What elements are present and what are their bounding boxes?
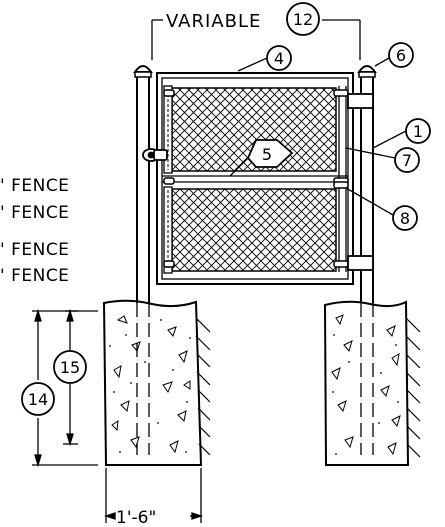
earth-hatching [195,317,421,458]
variable-dimension-text: VARIABLE [166,11,261,32]
svg-text:12: 12 [293,10,313,29]
side-note-2: ' FENCE [0,203,70,223]
variable-dimension: VARIABLE [151,11,361,60]
side-note-3: ' FENCE [0,240,70,260]
callout-8: 8 [392,205,418,231]
callout-1: 1 [405,118,431,144]
side-note-4: ' FENCE [0,266,70,286]
hinges [163,89,374,271]
leader-lines [229,57,407,216]
footing-dimensions [32,308,204,523]
gate-latch [142,148,168,162]
svg-text:1: 1 [413,122,423,141]
callout-5: 5 [246,139,294,168]
right-gate-post [357,65,377,455]
svg-text:8: 8 [400,209,410,228]
svg-text:5: 5 [262,145,272,164]
callout-15: 15 [53,350,87,384]
svg-text:6: 6 [396,46,406,65]
svg-text:15: 15 [60,358,80,377]
right-footing [323,300,410,466]
callout-12: 12 [286,2,320,36]
callout-4: 4 [266,45,292,71]
left-footing [102,299,203,466]
callout-6: 6 [388,42,414,68]
svg-text:4: 4 [274,49,284,68]
callout-7: 7 [394,147,420,173]
left-gate-post [133,65,153,455]
callout-14: 14 [21,382,55,416]
mesh-panel-lower [163,186,337,274]
footing-width-text: 1'-6" [116,508,156,527]
svg-text:7: 7 [402,151,412,170]
side-note-1: ' FENCE [0,176,70,196]
svg-text:14: 14 [28,390,48,409]
